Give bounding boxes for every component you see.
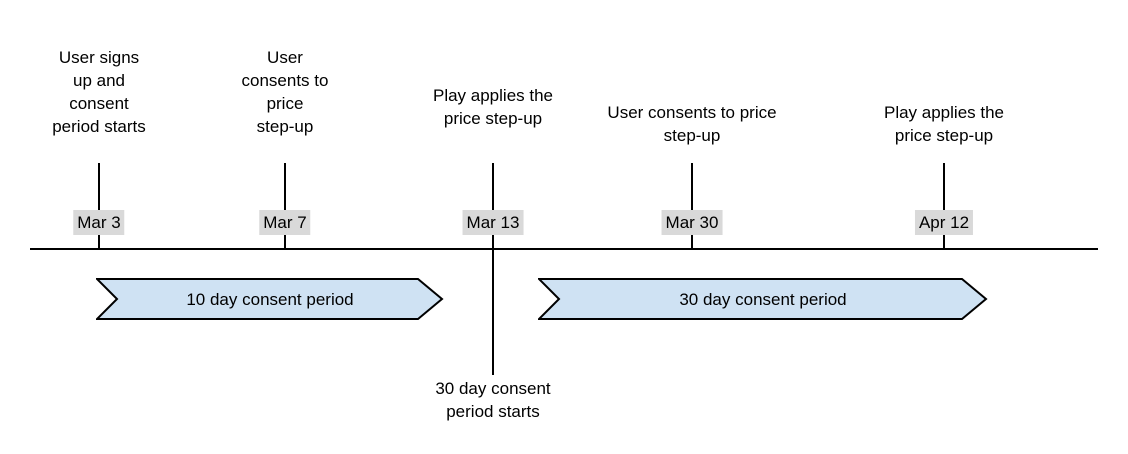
arrow-ribbon-shape (538, 278, 988, 320)
period-label: 30 day consent period (679, 289, 847, 309)
milestone-tick-line (492, 163, 494, 375)
milestone-tick-line (98, 163, 100, 249)
event-label: User consents to price step-up (607, 103, 777, 145)
milestone-tick-line (284, 163, 286, 249)
milestone-tick-line (943, 163, 945, 249)
milestone-date: Mar 13 (462, 210, 524, 235)
event-label: Play applies the price step-up (432, 86, 554, 128)
milestone-date: Mar 30 (661, 210, 723, 235)
consent-period-arrow-30-day (538, 278, 988, 320)
milestone-date: Apr 12 (914, 210, 974, 235)
timeline-axis-line (30, 248, 1098, 250)
milestone-note: 30 day consent period starts (435, 379, 551, 421)
event-label: User signs up and consent period starts (52, 48, 146, 136)
consent-period-arrow-10-day (96, 278, 444, 320)
event-label: User consents to price step-up (241, 48, 329, 136)
event-label: Play applies the price step-up (883, 103, 1005, 145)
milestone-date: Mar 3 (73, 210, 125, 235)
period-label: 10 day consent period (186, 289, 354, 309)
milestone-date: Mar 7 (259, 210, 311, 235)
arrow-ribbon-shape (96, 278, 444, 320)
milestone-tick-line (691, 163, 693, 249)
